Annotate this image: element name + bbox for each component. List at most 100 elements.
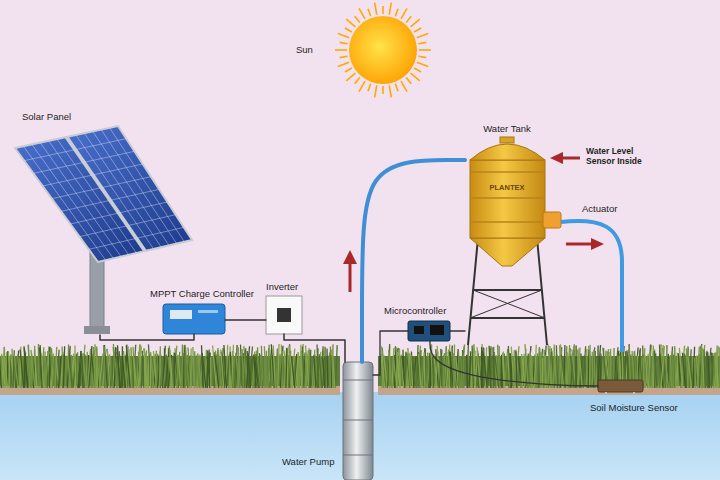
grass-blade xyxy=(134,357,137,388)
grass-blade xyxy=(567,345,570,388)
outlet-hose xyxy=(561,221,622,352)
grass-blade xyxy=(319,354,322,388)
signal-wire xyxy=(430,341,598,386)
sun-ray xyxy=(335,49,347,51)
water-pipe xyxy=(362,160,465,362)
grass-blade xyxy=(30,357,32,388)
callout-label: Water Level Sensor Inside xyxy=(586,146,648,166)
grass-blade xyxy=(707,351,709,388)
tank-body xyxy=(470,160,545,238)
cell-line xyxy=(52,188,101,199)
sun-ray xyxy=(368,84,371,92)
grass-blade xyxy=(175,348,178,388)
cell-line xyxy=(110,128,185,242)
grass-blade xyxy=(268,345,270,388)
grass-blade xyxy=(242,349,244,388)
component-label: Water Tank xyxy=(483,123,531,134)
grass-blade xyxy=(483,352,487,388)
component-label: MPPT Charge Controller xyxy=(150,288,254,299)
grass-blade xyxy=(467,351,468,388)
tank-cone xyxy=(470,238,545,266)
grass-blade xyxy=(153,351,156,388)
grass-blade xyxy=(248,353,250,388)
sun-ray xyxy=(382,86,384,94)
sun-ray xyxy=(346,73,355,81)
grass-blade xyxy=(717,354,718,388)
component-label: Water Pump xyxy=(282,456,334,467)
grass-blade xyxy=(466,355,468,388)
grass-blade xyxy=(408,348,411,388)
sun-ray xyxy=(340,42,348,43)
cell-line xyxy=(24,150,74,161)
grass-blade xyxy=(20,349,24,388)
grass-blade xyxy=(670,355,671,388)
grass-blade xyxy=(44,352,46,388)
grass-blade xyxy=(712,353,714,388)
grass-blade xyxy=(94,344,95,388)
grass-blade xyxy=(271,344,274,388)
grass-blade xyxy=(244,346,247,388)
sun-ray xyxy=(368,9,371,17)
grass-blade xyxy=(329,347,331,388)
grass-blade xyxy=(648,344,650,388)
grass-blade xyxy=(97,356,100,388)
grass-blade xyxy=(302,344,304,388)
grass-blade xyxy=(665,356,668,388)
grass-blade xyxy=(701,345,705,388)
grass-blade xyxy=(78,351,81,388)
grass-blade xyxy=(148,344,151,388)
cell-line xyxy=(94,164,143,175)
grass-blade xyxy=(586,349,588,388)
grass-blade xyxy=(291,356,294,388)
grass-blade xyxy=(682,353,685,388)
grass-blade xyxy=(190,348,192,388)
grass-blade xyxy=(305,357,309,388)
grass-blade xyxy=(688,357,691,388)
grass-blade xyxy=(24,346,28,388)
power-wire xyxy=(225,319,266,321)
grass-blade xyxy=(139,352,142,388)
cell-line xyxy=(101,130,176,244)
grass-blade xyxy=(107,349,109,388)
cell-line xyxy=(43,175,92,186)
grass-blade xyxy=(423,352,425,388)
signal-wire xyxy=(373,331,408,375)
sun-ray xyxy=(414,68,421,72)
sun-ray xyxy=(406,16,411,22)
cell-line xyxy=(129,215,176,226)
grass-blade xyxy=(305,345,308,388)
grass-blade xyxy=(159,351,161,388)
sun-ray xyxy=(375,85,377,97)
soil-moisture-sensor: Soil Moisture Sensor xyxy=(598,380,643,394)
grass-blade xyxy=(417,345,418,388)
sun-ray xyxy=(382,6,384,14)
grass-blade xyxy=(596,357,597,388)
cell-line xyxy=(70,213,118,224)
sun-ray xyxy=(359,8,365,18)
grass-blade xyxy=(521,356,522,388)
grass-blade xyxy=(280,346,283,388)
grass-blade xyxy=(701,345,704,388)
grass-blade xyxy=(286,348,287,388)
grass-blade xyxy=(645,356,647,388)
grass-blade xyxy=(716,353,719,388)
sun-ray xyxy=(346,19,355,27)
grass-blade xyxy=(273,345,275,388)
sun-ray xyxy=(406,78,411,84)
grass-blade xyxy=(210,357,211,388)
cell-line xyxy=(85,151,134,162)
grass-blade xyxy=(441,349,442,388)
grass-blade xyxy=(495,357,499,388)
grass-blade xyxy=(183,345,185,388)
grass-blade xyxy=(565,346,567,388)
cell-line xyxy=(76,139,126,150)
cell-line xyxy=(137,227,184,238)
grass-blade xyxy=(419,354,422,388)
flow-arrow xyxy=(343,250,357,292)
grass-blade xyxy=(260,355,262,388)
chip xyxy=(414,326,424,334)
grass-blade xyxy=(141,356,143,388)
grass-blade xyxy=(513,350,515,388)
